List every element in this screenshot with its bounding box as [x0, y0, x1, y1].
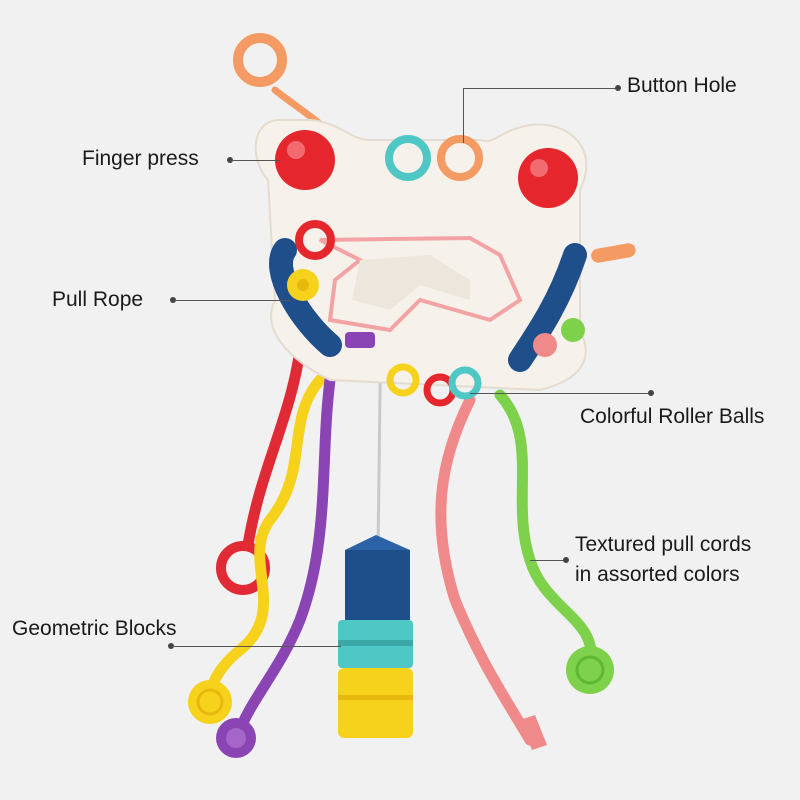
pull-cords-leader	[530, 560, 566, 561]
button-hole-dot	[615, 85, 621, 91]
cord-ends	[188, 646, 614, 758]
roller-balls-leader	[470, 393, 650, 394]
finger-press-leader	[230, 160, 280, 161]
label-geometric-blocks: Geometric Blocks	[12, 617, 177, 640]
label-pull-cords-line1: Textured pull cords	[575, 533, 752, 556]
label-finger-press: Finger press	[82, 147, 199, 170]
button-hole-leader	[463, 88, 618, 89]
pull-cords-dot	[563, 557, 569, 563]
pull-cords	[202, 344, 597, 746]
label-button-hole: Button Hole	[627, 74, 737, 97]
geometric-blocks-leader	[171, 646, 341, 647]
pull-rope-leader	[173, 300, 291, 301]
roller-rails	[269, 220, 636, 372]
roller-balls-dot	[648, 390, 654, 396]
button-hole-leader-v	[463, 88, 464, 143]
label-colorful-roller-balls: Colorful Roller Balls	[580, 405, 765, 428]
label-pull-cords-line2: in assorted colors	[575, 563, 740, 586]
button-holes	[385, 135, 483, 181]
label-pull-rope: Pull Rope	[52, 288, 144, 311]
finger-press-buttons	[275, 130, 578, 208]
colorful-roller-balls	[386, 363, 482, 407]
geometric-blocks	[338, 535, 413, 738]
